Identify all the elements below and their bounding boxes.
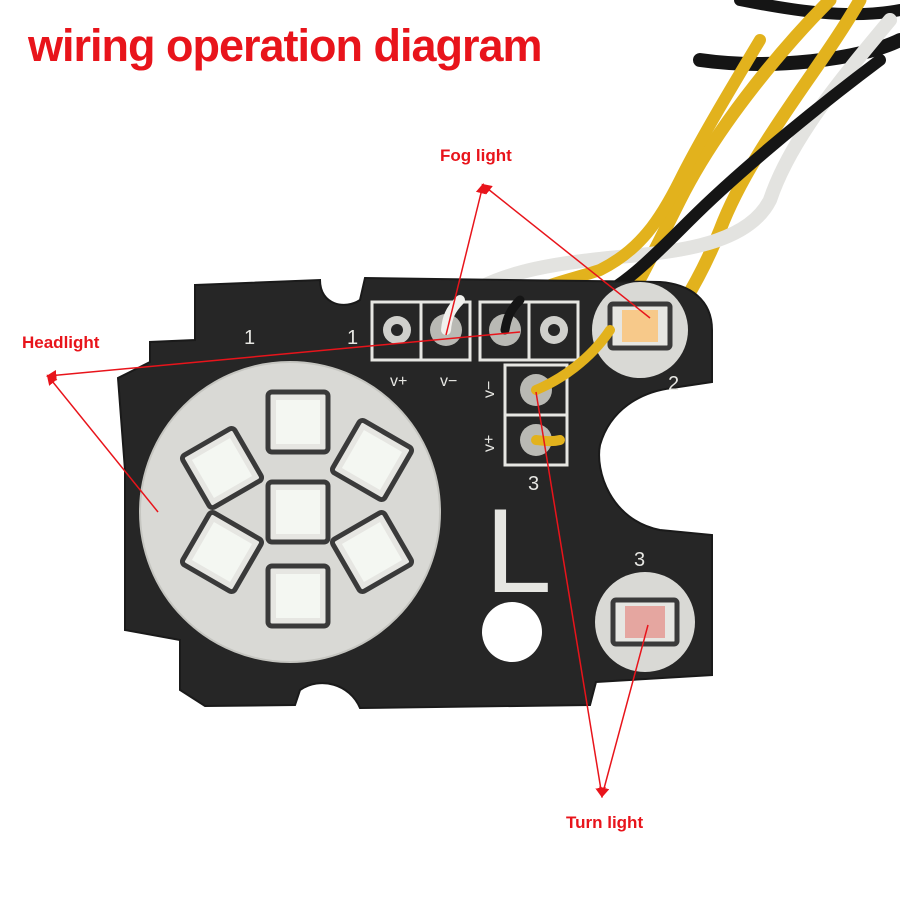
diagram-title: wiring operation diagram: [28, 20, 543, 71]
wire-leads: [441, 295, 615, 447]
annotation-arrows: [45, 182, 651, 799]
wire-bundle: [453, 0, 900, 447]
silk-vplus-3: v+: [481, 435, 498, 452]
silk-vplus-1: v+: [390, 373, 407, 390]
turn-light-label: Turn light: [566, 813, 644, 832]
side-marker: L: [485, 484, 552, 618]
headlight-label: Headlight: [22, 333, 100, 352]
board-cutout: [614, 390, 712, 530]
silk-vminus-2: v−: [481, 381, 498, 398]
silk-vminus-1: v−: [440, 373, 457, 390]
silk-num-1b: 1: [347, 327, 358, 349]
terminal-block-1: [370, 300, 472, 362]
silk-num-3b: 3: [634, 549, 645, 571]
silk-num-2: 2: [668, 373, 679, 395]
terminal-block-2: [478, 300, 580, 362]
turn-light-led: [610, 597, 680, 647]
fog-light-label: Fog light: [440, 146, 512, 165]
headlight-led-array: [179, 389, 415, 629]
silk-num-1a: 1: [244, 327, 255, 349]
terminal-block-3: [503, 363, 569, 467]
silk-num-3a: 3: [528, 473, 539, 495]
mounting-hole: [482, 602, 542, 662]
